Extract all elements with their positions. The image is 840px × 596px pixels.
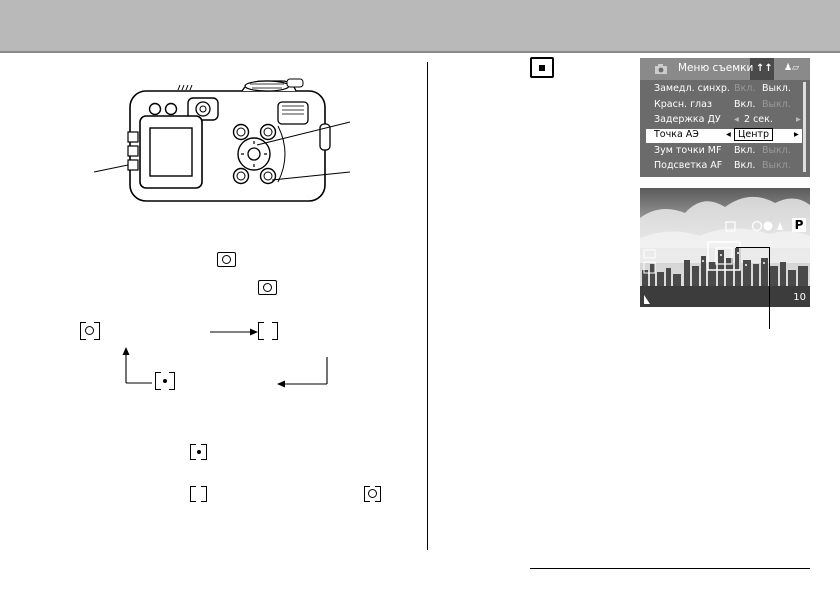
person-tab-icon[interactable]: ♟▱ [784, 63, 799, 73]
chevron-left-icon: ◂ [726, 129, 731, 140]
chevron-right-icon: ▸ [794, 129, 799, 140]
header-rule [0, 51, 840, 53]
page-header-band [0, 0, 840, 51]
program-mode-badge: P [792, 218, 806, 232]
menu-scrollbar[interactable] [803, 82, 806, 172]
evaluative-metering-icon [217, 252, 236, 267]
chevron-left-icon: ◂ [734, 114, 739, 125]
evaluative-metering-icon [80, 322, 100, 340]
center-weighted-metering-icon [258, 322, 278, 340]
menu-title: Меню съемки [678, 62, 754, 74]
menu-row[interactable]: Зум точки MF Вкл. Выкл. [654, 145, 791, 156]
menu-row[interactable]: Задержка ДУ ◂ 2 сек. ▸ [654, 114, 801, 125]
menu-row[interactable]: Замедл. синхр. Вкл. Выкл. [654, 83, 791, 94]
chevron-right-icon: ▸ [796, 114, 801, 125]
city-skyline-photo [640, 188, 810, 307]
menu-row[interactable]: Красн. глаз Вкл. Выкл. [654, 99, 791, 110]
footer-rule [530, 568, 810, 569]
photo-callout-line [736, 247, 770, 248]
column-divider [427, 62, 428, 550]
menu-row-selected[interactable]: Точка АЭ ◂ Центр ▸ [646, 128, 802, 143]
camera-icon [655, 64, 667, 74]
spot-metering-icon [155, 372, 175, 390]
evaluative-metering-icon [258, 280, 277, 295]
metering-cycle-arrows [122, 328, 328, 388]
camera-back-illustration [93, 78, 351, 202]
menu-tab-active [750, 58, 774, 80]
shooting-menu-screen: Меню съемки ↑↑ ♟▱ Замедл. синхр. Вкл. Вы… [640, 58, 810, 177]
center-weighted-metering-icon [190, 486, 207, 502]
menu-row[interactable]: Подсветка AF Вкл. Выкл. [654, 160, 791, 171]
spot-metering-icon [190, 444, 207, 460]
evaluative-metering-icon [364, 486, 381, 502]
photo-callout-line [769, 247, 770, 329]
spot-metering-box-icon [530, 57, 554, 78]
shots-remaining: 10 [793, 292, 806, 303]
lcd-preview-photo: P 10 [640, 188, 810, 307]
settings-tab-icon[interactable]: ↑↑ [756, 63, 773, 74]
